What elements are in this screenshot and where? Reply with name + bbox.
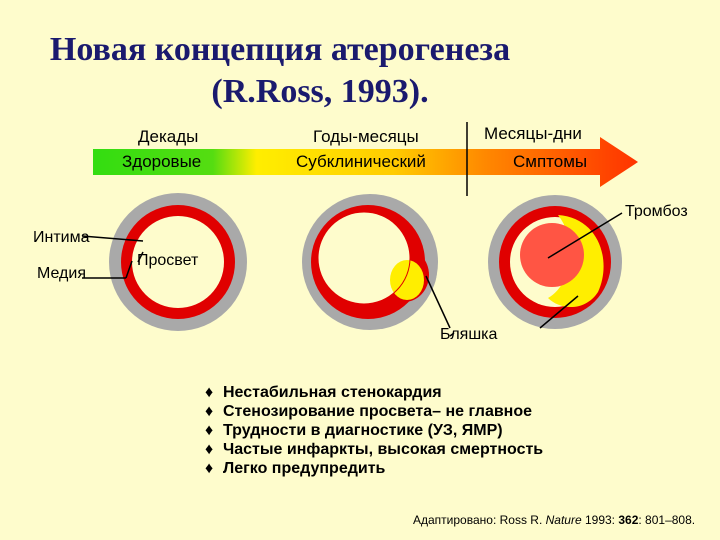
label-thrombosis: Тромбоз	[625, 203, 688, 220]
list-item: ♦Легко предупредить	[205, 460, 386, 477]
list-item: ♦Стенозирование просвета– не главное	[205, 403, 533, 420]
title-line-1: Новая концепция атерогенеза	[49, 31, 511, 68]
vessel-healthy	[109, 193, 247, 331]
vessel-symptomatic	[488, 195, 622, 329]
list-item: ♦Частые инфаркты, высокая смертность	[205, 441, 544, 458]
label-media: Медия	[37, 265, 86, 282]
pointer-lines	[81, 212, 623, 337]
title-line-2: (R.Ross, 1993).	[211, 73, 429, 110]
diamond-bullet-icon: ♦	[205, 422, 214, 439]
reference-citation: Адаптировано: Ross R. Nature 1993: 362: …	[413, 513, 696, 527]
stage-2-time: Годы-месяцы	[313, 127, 419, 146]
diamond-bullet-icon: ♦	[205, 460, 214, 477]
vessel-subclinical	[302, 194, 438, 330]
diamond-bullet-icon: ♦	[205, 384, 214, 401]
stage-arrow	[93, 137, 638, 187]
label-plaque: Бляшка	[440, 326, 498, 343]
stage-3-time: Месяцы-дни	[484, 124, 582, 143]
list-item: ♦Нестабильная стенокардия	[205, 384, 442, 401]
stage-1-state: Здоровые	[122, 152, 202, 171]
list-item: ♦Трудности в диагностике (УЗ, ЯМР)	[205, 422, 503, 439]
stage-1-time: Декады	[138, 127, 199, 146]
label-lumen: Просвет	[137, 252, 199, 269]
plaque-small	[390, 260, 424, 300]
stage-3-state: Смптомы	[513, 152, 588, 171]
bullet-list: ♦Нестабильная стенокардия ♦Стенозировани…	[205, 383, 543, 478]
label-intima: Интима	[33, 229, 90, 246]
stage-2-state: Субклинический	[296, 152, 426, 171]
diamond-bullet-icon: ♦	[205, 403, 214, 420]
diamond-bullet-icon: ♦	[205, 441, 214, 458]
